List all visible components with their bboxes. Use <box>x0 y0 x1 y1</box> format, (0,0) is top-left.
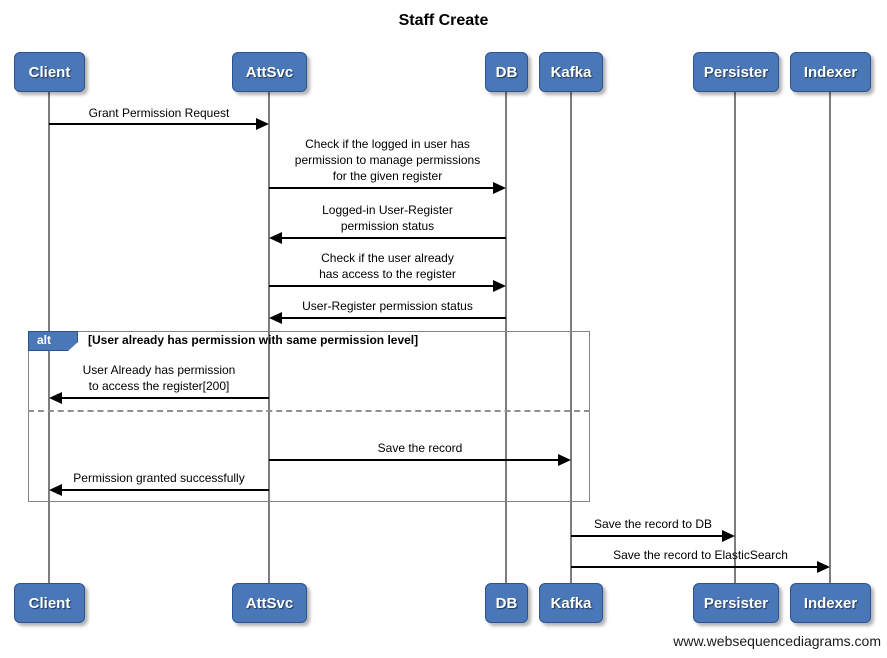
arrowhead-right-icon <box>558 454 571 466</box>
message-line <box>281 317 506 319</box>
message-line <box>61 397 269 399</box>
message-label-user-register-status: User-Register permission status <box>302 299 473 313</box>
arrowhead-right-icon <box>817 561 830 573</box>
message-label-already-has-permission: User Already has permission to access th… <box>82 363 236 393</box>
alt-frame-label: alt <box>28 331 78 351</box>
message-label-loggedin-permission-status: Logged-in User-Register permission statu… <box>322 203 453 233</box>
message-label-permission-granted: Permission granted successfully <box>73 471 245 485</box>
actor-top-client: Client <box>14 52 85 92</box>
lifeline-attsvc <box>268 92 270 583</box>
message-line <box>571 535 722 537</box>
arrowhead-right-icon <box>256 118 269 130</box>
alt-frame-divider <box>28 410 590 412</box>
actor-bottom-kafka: Kafka <box>539 583 603 623</box>
alt-frame-guard: [User already has permission with same p… <box>88 333 419 347</box>
message-line <box>269 459 558 461</box>
actor-bottom-db: DB <box>485 583 528 623</box>
arrowhead-left-icon <box>269 232 282 244</box>
actor-top-persister: Persister <box>693 52 779 92</box>
alt-frame <box>28 331 590 502</box>
message-label-check-manage-permission: Check if the logged in user has permissi… <box>294 137 481 183</box>
arrowhead-right-icon <box>493 280 506 292</box>
message-label-save-record-db: Save the record to DB <box>593 517 713 531</box>
actor-bottom-persister: Persister <box>693 583 779 623</box>
arrowhead-left-icon <box>269 312 282 324</box>
message-line <box>269 285 493 287</box>
actor-top-db: DB <box>485 52 528 92</box>
actor-top-attsvc: AttSvc <box>232 52 307 92</box>
lifeline-persister <box>734 92 736 583</box>
message-line <box>61 489 269 491</box>
diagram-title: Staff Create <box>398 12 489 29</box>
message-label-check-user-access: Check if the user already has access to … <box>319 251 456 281</box>
message-label-save-record-elasticsearch: Save the record to ElasticSearch <box>613 548 788 562</box>
message-line <box>269 187 493 189</box>
lifeline-indexer <box>829 92 831 583</box>
lifeline-kafka <box>570 92 572 583</box>
actor-bottom-client: Client <box>14 583 85 623</box>
message-label-save-record: Save the record <box>377 441 463 455</box>
arrowhead-right-icon <box>493 182 506 194</box>
actor-bottom-attsvc: AttSvc <box>232 583 307 623</box>
arrowhead-left-icon <box>49 392 62 404</box>
message-label-grant-permission: Grant Permission Request <box>88 106 230 120</box>
message-line <box>49 123 256 125</box>
lifeline-db <box>505 92 507 583</box>
actor-bottom-indexer: Indexer <box>790 583 871 623</box>
message-line <box>571 566 817 568</box>
arrowhead-right-icon <box>722 530 735 542</box>
message-line <box>281 237 506 239</box>
watermark: www.websequencediagrams.com <box>673 633 881 649</box>
actor-top-kafka: Kafka <box>539 52 603 92</box>
arrowhead-left-icon <box>49 484 62 496</box>
actor-top-indexer: Indexer <box>790 52 871 92</box>
